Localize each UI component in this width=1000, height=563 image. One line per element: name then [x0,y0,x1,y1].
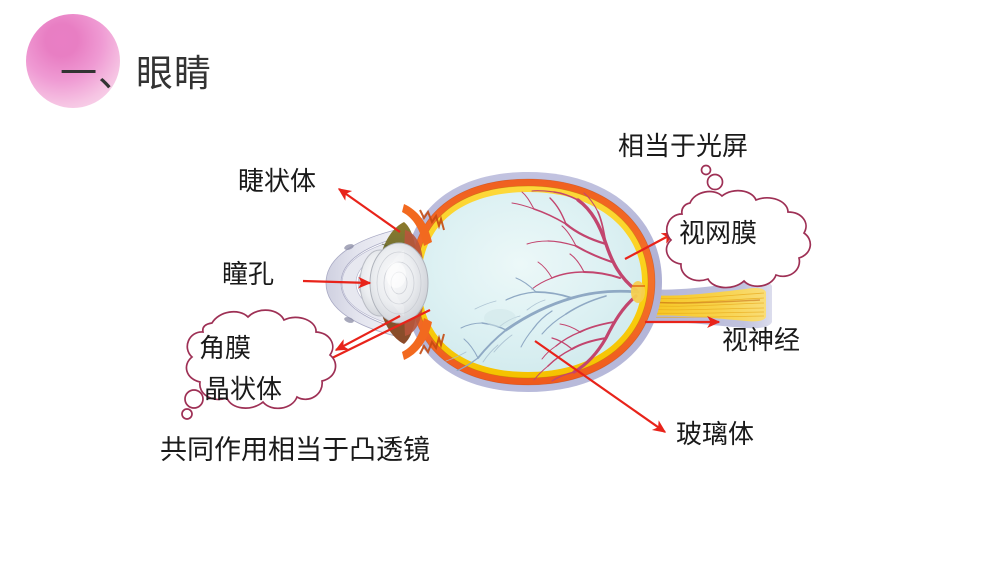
sclera-layer [404,172,662,392]
label-ciliary-body: 睫状体 [238,166,317,196]
choroid-layer [410,179,655,385]
arrow-pupil [302,276,372,289]
label-light-screen: 相当于光屏 [618,131,749,161]
label-retina: 视网膜 [679,218,758,248]
optic-nerve-structure [629,281,772,329]
page-title: 一、眼睛 [60,53,212,94]
cornea-structure [325,227,405,339]
lens-structure [359,242,429,324]
retina-layer [416,186,648,378]
label-lens: 晶状体 [204,374,283,404]
annotation-arrows [279,188,721,433]
arrow-ciliary-body [337,188,401,233]
arrow-vitreous [534,340,667,433]
label-optic-nerve: 视神经 [722,325,801,355]
label-convex-lens-note: 共同作用相当于凸透镜 [160,435,430,465]
label-cornea: 角膜 [199,333,252,363]
arrow-retina [624,232,676,260]
arrow-cornea [334,315,401,351]
title-bullet-circle [26,14,120,108]
retinal-vessels [445,190,645,382]
vitreous-body-region [421,192,642,372]
arrow-lens [279,309,431,384]
iris-ciliary-body [377,204,445,360]
label-pupil: 瞳孔 [222,259,275,289]
label-vitreous-body: 玻璃体 [676,419,755,449]
